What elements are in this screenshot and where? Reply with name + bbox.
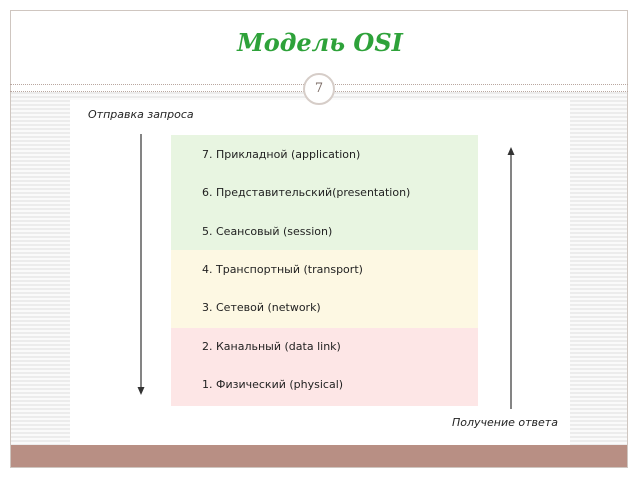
layer-session: 5. Сеансовый (session) xyxy=(202,225,333,238)
layer-network: 3. Сетевой (network) xyxy=(202,301,321,314)
lower-layers-group xyxy=(171,328,478,406)
slide-title: Модель OSI xyxy=(237,28,403,57)
osi-diagram: Отправка запроса 7. Прикладной (applicat… xyxy=(70,100,570,445)
up-arrow-icon xyxy=(507,147,515,409)
layer-presentation: 6. Представительский(presentation) xyxy=(202,186,411,199)
send-request-label: Отправка запроса xyxy=(88,108,194,121)
receive-response-label: Получение ответа xyxy=(452,416,558,429)
layer-application: 7. Прикладной (application) xyxy=(202,148,361,161)
page-number-badge: 7 xyxy=(303,73,335,105)
direction-arrows xyxy=(137,134,515,409)
bottom-bar xyxy=(11,445,627,467)
layer-transport: 4. Транспортный (transport) xyxy=(202,263,363,276)
layer-data-link: 2. Канальный (data link) xyxy=(202,340,341,353)
middle-layers-group xyxy=(171,250,478,328)
upper-layers-group xyxy=(171,135,478,250)
layer-physical: 1. Физический (physical) xyxy=(202,378,344,391)
down-arrow-icon xyxy=(137,134,145,395)
